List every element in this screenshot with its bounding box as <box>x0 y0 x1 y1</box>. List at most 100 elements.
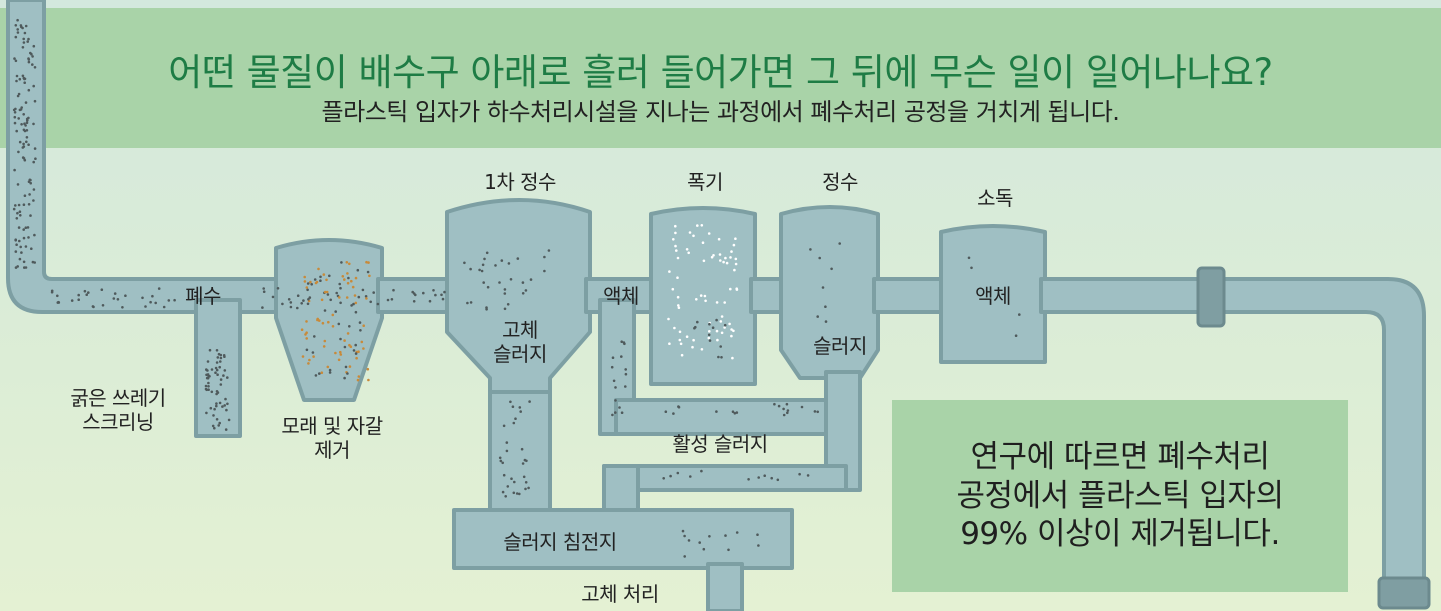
particle-dot <box>207 388 210 392</box>
particle-dot <box>392 288 395 292</box>
particle-dot <box>25 136 29 139</box>
particle-dot <box>720 356 723 359</box>
particle-dot <box>838 242 841 245</box>
particle-dot <box>521 281 525 284</box>
particle-dot <box>463 261 466 265</box>
label-clarification: 정수 <box>822 170 858 194</box>
particle-dot <box>441 297 445 301</box>
particle-dot <box>215 392 218 396</box>
particle-dot <box>624 368 627 371</box>
particle-dot <box>498 281 501 284</box>
solids-outlet <box>706 562 744 611</box>
particle-dot <box>16 94 20 98</box>
particle-dot <box>28 178 32 182</box>
particle-dot <box>512 491 516 495</box>
particle-dot <box>296 306 299 310</box>
screening-leg <box>194 298 242 438</box>
particle-dot <box>506 303 510 306</box>
particle-dot <box>276 287 280 290</box>
particle-dot <box>723 323 727 327</box>
particle-dot <box>218 401 222 405</box>
particle-dot <box>334 351 337 355</box>
particle-dot <box>19 245 23 249</box>
particle-dot <box>376 302 380 306</box>
particle-dot <box>32 160 35 164</box>
particle-dot <box>219 356 223 360</box>
particle-dot <box>676 276 679 280</box>
particle-dot <box>83 289 87 293</box>
particle-dot <box>300 328 304 332</box>
particle-dot <box>327 320 330 324</box>
particle-dot <box>215 361 219 364</box>
particle-dot <box>21 46 25 49</box>
particle-dot <box>304 333 307 336</box>
particle-dot <box>205 373 208 377</box>
particle-dot <box>483 257 486 261</box>
particle-dot <box>18 257 22 261</box>
particle-dot <box>337 358 341 362</box>
particle-dot <box>816 315 819 318</box>
particle-dot <box>210 390 214 394</box>
particle-dot <box>800 405 804 409</box>
particle-dot <box>611 413 614 417</box>
particle-dot <box>29 181 32 185</box>
particle-dot <box>23 81 27 84</box>
particle-dot <box>14 239 17 242</box>
particle-dot <box>91 305 95 308</box>
pipe-clarifier-disinfection <box>872 277 946 314</box>
particle-dot <box>18 77 22 81</box>
particle-dot <box>339 350 342 354</box>
particle-dot <box>503 292 507 295</box>
particle-dot <box>331 325 335 328</box>
particle-dot <box>510 477 513 481</box>
particle-dot <box>215 402 218 405</box>
particle-dot <box>504 495 508 498</box>
particle-dot <box>326 293 330 296</box>
particle-dot <box>346 272 349 275</box>
particle-dot <box>215 390 219 393</box>
particle-dot <box>215 418 219 421</box>
particle-dot <box>786 409 790 412</box>
particle-dot <box>428 299 432 303</box>
particle-dot <box>22 236 26 240</box>
particle-dot <box>23 266 26 269</box>
particle-dot <box>696 320 699 324</box>
particle-dot <box>312 355 315 358</box>
particle-dot <box>303 280 307 283</box>
particle-dot <box>311 351 315 354</box>
particle-dot <box>314 374 318 377</box>
particle-dot <box>703 294 707 298</box>
particle-dot <box>358 321 362 324</box>
particle-dot <box>205 411 208 415</box>
particle-dot <box>521 292 525 295</box>
particle-dot <box>681 529 685 533</box>
particle-dot <box>308 358 311 362</box>
particle-dot <box>331 313 335 317</box>
particle-dot <box>763 474 766 478</box>
particle-dot <box>338 282 342 286</box>
particle-dot <box>14 107 17 111</box>
result-text: 연구에 따르면 폐수처리 공정에서 플라스틱 입자의 99% 이상이 제거됩니다… <box>956 438 1284 553</box>
particle-dot <box>340 261 343 264</box>
particle-dot <box>620 411 624 415</box>
particle-dot <box>357 375 361 378</box>
result-callout: 연구에 따르면 폐수처리 공정에서 플라스틱 입자의 99% 이상이 제거됩니다… <box>892 400 1348 592</box>
particle-dot <box>317 267 320 271</box>
particle-dot <box>348 365 352 368</box>
particle-dot <box>514 417 517 421</box>
particle-dot <box>776 478 780 482</box>
particle-dot <box>345 261 349 264</box>
particle-dot <box>213 407 216 411</box>
particle-dot <box>214 366 218 370</box>
particle-dot <box>723 301 726 304</box>
particle-dot <box>359 329 362 332</box>
particle-dot <box>481 263 485 267</box>
particle-dot <box>503 307 507 311</box>
particle-dot <box>15 74 19 78</box>
particle-dot <box>824 305 827 309</box>
particle-dot <box>320 371 324 375</box>
particle-dot <box>25 117 29 121</box>
particle-dot <box>509 400 512 404</box>
particle-dot <box>225 408 228 412</box>
particle-dot <box>719 320 723 323</box>
